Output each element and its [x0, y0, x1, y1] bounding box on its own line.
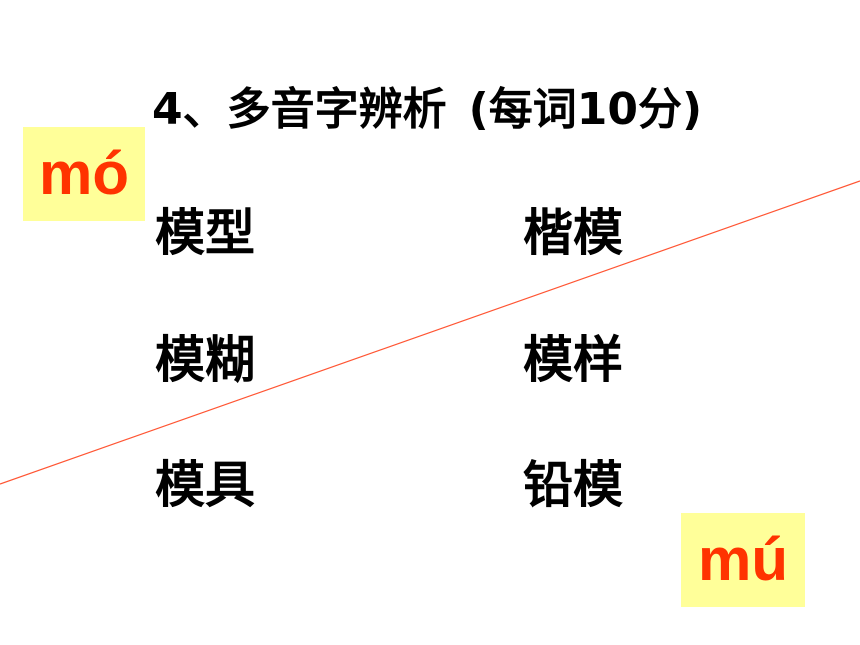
- word-left-2: 模糊: [155, 331, 255, 389]
- word-right-2: 模样: [523, 331, 623, 389]
- pinyin-mo-label: mó: [23, 127, 145, 221]
- divider-stroke: [0, 180, 860, 485]
- title-score-note: (每词10分): [468, 84, 703, 135]
- slide-title: 4、多音字辨析 (每词10分): [152, 80, 702, 140]
- word-right-1: 楷模: [523, 204, 623, 262]
- pinyin-mu-label: mú: [681, 513, 805, 607]
- word-right-3: 铅模: [523, 456, 623, 514]
- title-main: 4、多音字辨析: [152, 84, 447, 135]
- word-left-1: 模型: [155, 204, 255, 262]
- word-left-3: 模具: [155, 456, 255, 514]
